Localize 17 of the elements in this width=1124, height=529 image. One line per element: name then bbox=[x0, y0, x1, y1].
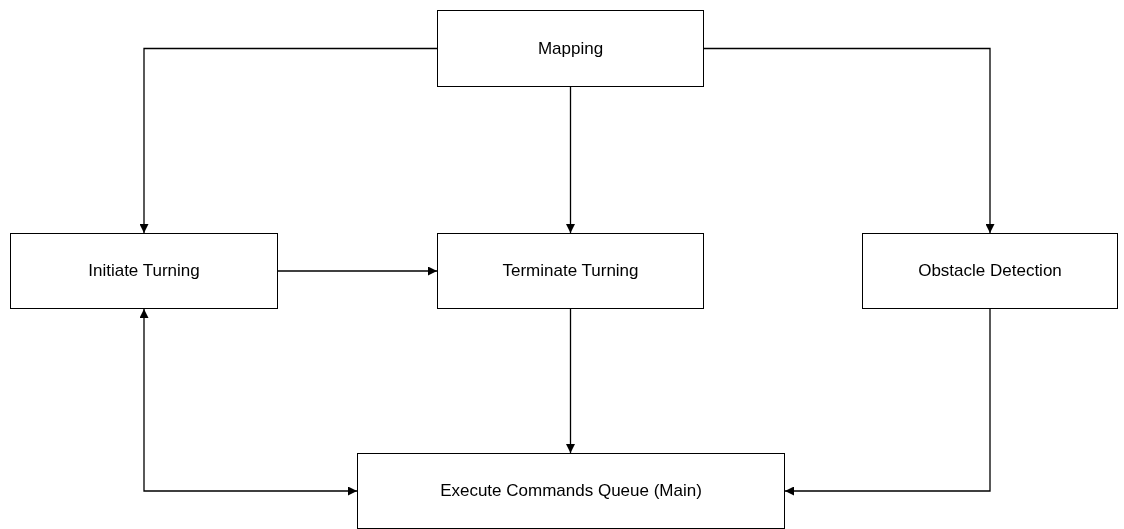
process-box bbox=[357, 453, 785, 529]
box-label: Initiate Turning bbox=[88, 261, 200, 281]
arrow bbox=[703, 47, 995, 234]
arrow bbox=[277, 266, 438, 276]
arrow bbox=[566, 86, 575, 234]
process-box bbox=[437, 233, 704, 309]
arrow bbox=[139, 308, 358, 496]
arrow bbox=[566, 308, 575, 454]
box-label: Execute Commands Queue (Main) bbox=[440, 481, 702, 501]
process-box bbox=[10, 233, 278, 309]
arrow bbox=[139, 47, 438, 234]
box-label: Terminate Turning bbox=[502, 261, 639, 281]
arrow bbox=[784, 308, 991, 496]
process-box bbox=[437, 10, 704, 87]
process-box bbox=[862, 233, 1118, 309]
box-label: Mapping bbox=[537, 38, 604, 59]
box-label: Obstacle Detection bbox=[918, 261, 1062, 281]
